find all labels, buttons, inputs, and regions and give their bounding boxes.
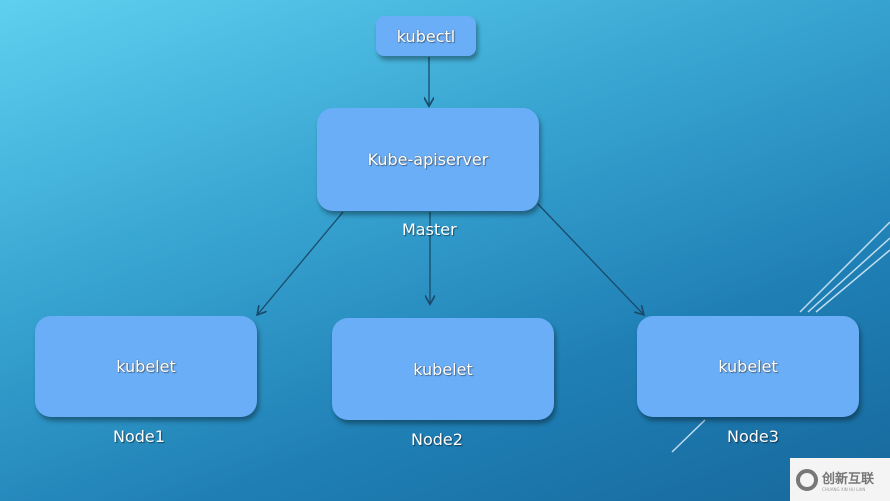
apiserver-box: Kube-apiserver: [317, 108, 539, 211]
node1-kubelet-box: kubelet: [35, 316, 257, 417]
node2-label: Node2: [411, 430, 463, 449]
apiserver-label: Kube-apiserver: [367, 150, 489, 169]
kubectl-label: kubectl: [396, 26, 456, 46]
decorative-stripes: [671, 221, 890, 453]
watermark-subtext: CHUANG XIN HU LIAN: [822, 486, 866, 492]
node3-label: Node3: [727, 427, 779, 446]
master-label: Master: [402, 220, 457, 239]
kubectl-box: kubectl: [376, 16, 476, 56]
node2-kubelet-label: kubelet: [413, 359, 473, 379]
node1-label: Node1: [113, 427, 165, 446]
node3-kubelet-box: kubelet: [637, 316, 859, 417]
watermark-text: 创新互联: [822, 471, 875, 487]
node3-kubelet-label: kubelet: [718, 357, 778, 376]
watermark-logo-icon: [796, 468, 818, 491]
arrow-apiserver-node3: [537, 203, 643, 314]
node2-kubelet-box: kubelet: [332, 318, 554, 420]
watermark: 创新互联 CHUANG XIN HU LIAN: [790, 458, 890, 501]
node1-kubelet-label: kubelet: [116, 357, 176, 376]
arrow-apiserver-node1: [258, 211, 344, 314]
